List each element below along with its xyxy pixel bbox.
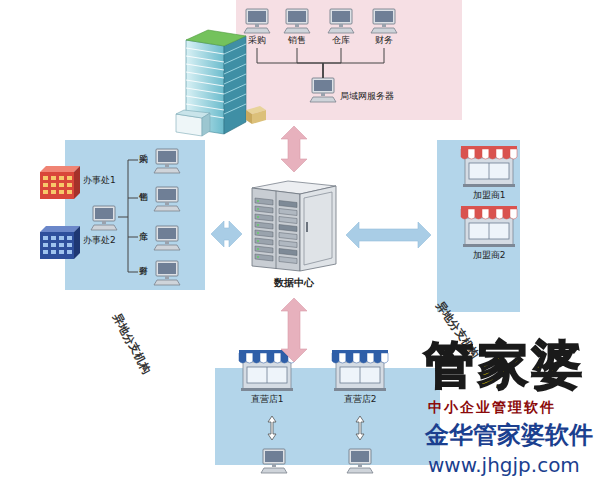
workstation: 仓库 [325, 8, 357, 48]
branch-wiring [65, 140, 205, 290]
shop-icon [460, 206, 518, 248]
logo-slogan: 中小企业管理软件 [428, 400, 556, 415]
data-center: 数据中心 [248, 178, 340, 292]
store-label: 加盟商2 [459, 251, 519, 261]
store: 加盟商1 [459, 146, 519, 204]
office-label: 办事处2 [83, 236, 116, 246]
office-label: 办事处1 [83, 176, 116, 186]
store-label: 加盟商1 [459, 191, 519, 201]
office-building: 办事处2 [38, 224, 80, 260]
office-building-illustration [176, 18, 268, 138]
store: 加盟商2 [459, 206, 519, 264]
department-label: 仓库 [325, 36, 357, 46]
office-icon [38, 224, 80, 260]
department-label: 销售 [281, 36, 313, 46]
workstation: 仓库 [138, 222, 180, 252]
logo-mark: 管家婆 [424, 338, 586, 393]
shop-icon [460, 146, 518, 188]
computer-icon [370, 8, 398, 34]
company-name: 金华管家婆软件 [425, 422, 593, 448]
computer-icon [283, 8, 311, 34]
server-rack-icon [248, 178, 340, 273]
computer-icon [153, 260, 181, 286]
region-band: 直营店1 直营店2 [215, 368, 440, 465]
region-band: 异地分支机构加盟商1加盟商2 [437, 140, 520, 312]
computer-icon [153, 148, 181, 174]
shop-icon [238, 350, 296, 392]
workstation: 财务 [138, 257, 180, 287]
store: 直营店1 [237, 350, 297, 408]
region-band: 异地分支机构办事处1办事处2采购销售仓库财务 [65, 140, 205, 290]
store-label: 直营店2 [330, 395, 390, 405]
store-label: 直营店1 [237, 395, 297, 405]
workstation: 销售 [138, 183, 180, 213]
data-flow-arrow [281, 126, 307, 172]
office-building: 办事处1 [38, 164, 80, 200]
store: 直营店2 [330, 350, 390, 408]
data-center-label: 数据中心 [248, 277, 340, 288]
data-flow-arrow [281, 298, 307, 362]
data-flow-arrow [211, 221, 242, 247]
network-wire [323, 48, 384, 78]
website-url: www.jhgjp.com [428, 454, 580, 476]
region-band: 采购销售仓库财务局域网服务器 [236, 0, 462, 120]
computer-icon [153, 225, 181, 251]
server-label: 局域网服务器 [340, 92, 394, 102]
workstation: 销售 [281, 8, 313, 48]
computer-icon [309, 77, 337, 103]
workstation: 采购 [138, 145, 180, 175]
computer-icon [243, 8, 271, 34]
office-icon [38, 164, 80, 200]
network-wire [257, 48, 323, 78]
region-heading: 异地分支机构 [110, 312, 152, 376]
data-flow-arrow [346, 222, 431, 248]
computer-icon [327, 8, 355, 34]
computer-icon [153, 186, 181, 212]
network-wire [297, 48, 323, 78]
workstation: 财务 [368, 8, 400, 48]
network-wire [323, 48, 341, 78]
shop-icon [331, 350, 389, 392]
department-label: 财务 [368, 36, 400, 46]
lan-server: 局域网服务器 [310, 78, 336, 102]
